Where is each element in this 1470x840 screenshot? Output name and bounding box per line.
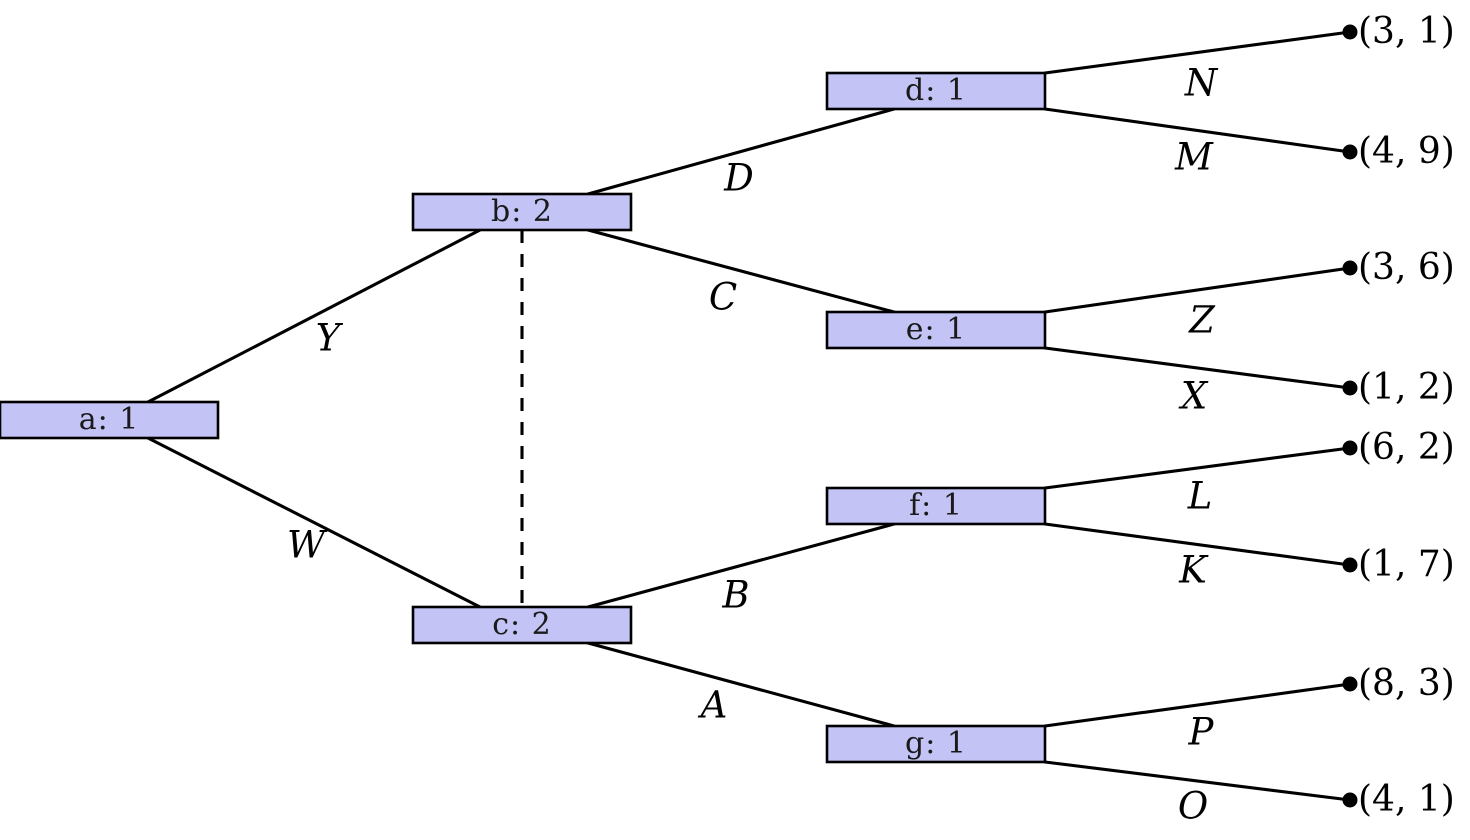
tree-edge-e-t4 (1043, 346, 1352, 390)
node-box-f[interactable] (825, 486, 1047, 526)
payoff-label-t6: (1, 7) (1358, 544, 1455, 585)
tree-node-e[interactable]: e: 1 (825, 310, 1047, 350)
node-box-g[interactable] (825, 724, 1047, 764)
action-label-L: L (1187, 475, 1213, 518)
action-label-N: N (1184, 62, 1219, 105)
tree-node-a[interactable]: a: 1 (0, 400, 220, 440)
payoff-label-t2: (4, 9) (1358, 131, 1455, 172)
tree-node-g[interactable]: g: 1 (825, 724, 1047, 764)
payoff-label-t8: (4, 1) (1358, 779, 1455, 820)
tree-edge-d-t2 (1043, 107, 1352, 154)
terminal-node-t2[interactable]: (4, 9) (1342, 131, 1455, 172)
payoff-label-t5: (6, 2) (1358, 427, 1455, 468)
terminal-node-t1[interactable]: (3, 1) (1342, 11, 1455, 52)
tree-edge-c-f (586, 522, 896, 609)
action-label-X: X (1178, 375, 1209, 418)
tree-edge-e-t3 (1043, 266, 1352, 314)
terminal-node-t7[interactable]: (8, 3) (1342, 663, 1455, 704)
tree-edge-f-t5 (1043, 446, 1352, 490)
payoff-label-t4: (1, 2) (1358, 367, 1455, 408)
terminal-node-t4[interactable]: (1, 2) (1342, 367, 1455, 408)
terminal-node-t6[interactable]: (1, 7) (1342, 544, 1455, 585)
tree-node-c[interactable]: c: 2 (411, 605, 633, 645)
terminal-dot-t6[interactable] (1342, 557, 1358, 573)
node-label-c: c: 2 (492, 607, 552, 642)
terminal-node-t8[interactable]: (4, 1) (1342, 779, 1455, 820)
tree-edge-c-g (586, 641, 896, 728)
terminal-dot-t1[interactable] (1342, 24, 1358, 40)
action-label-O: O (1178, 785, 1208, 828)
tree-edge-d-t1 (1043, 30, 1352, 75)
tree-edge-b-e (586, 228, 896, 314)
terminal-dot-t5[interactable] (1342, 440, 1358, 456)
node-label-d: d: 1 (905, 73, 967, 108)
action-label-B: B (721, 574, 749, 617)
terminal-dot-t2[interactable] (1342, 144, 1358, 160)
payoff-label-t1: (3, 1) (1358, 11, 1455, 52)
tree-edge-a-c (146, 436, 482, 609)
edges-layer (146, 30, 1352, 802)
action-label-C: C (709, 276, 737, 319)
terminal-node-t3[interactable]: (3, 6) (1342, 247, 1455, 288)
terminal-dot-t3[interactable] (1342, 260, 1358, 276)
tree-edge-g-t7 (1043, 682, 1352, 728)
tree-node-f[interactable]: f: 1 (825, 486, 1047, 526)
tree-node-d[interactable]: d: 1 (825, 71, 1047, 111)
node-label-e: e: 1 (906, 312, 966, 347)
payoff-label-t3: (3, 6) (1358, 247, 1455, 288)
tree-edge-b-d (586, 107, 896, 196)
terminal-dot-t4[interactable] (1342, 380, 1358, 396)
node-box-e[interactable] (825, 310, 1047, 350)
payoff-label-t7: (8, 3) (1358, 663, 1455, 704)
tree-edge-a-b (146, 228, 482, 404)
action-label-P: P (1188, 711, 1215, 754)
tree-node-b[interactable]: b: 2 (411, 192, 633, 232)
terminal-dot-t8[interactable] (1342, 792, 1358, 808)
node-box-b[interactable] (411, 192, 633, 232)
node-label-g: g: 1 (905, 726, 967, 761)
node-box-c[interactable] (411, 605, 633, 645)
action-label-Z: Z (1188, 299, 1216, 342)
tree-edge-f-t6 (1043, 522, 1352, 567)
node-box-a[interactable] (0, 400, 220, 440)
action-label-Y: Y (316, 317, 344, 360)
edge-labels-layer: Y W D C B A NM ZX LK PO (287, 62, 1219, 828)
node-label-a: a: 1 (79, 402, 140, 437)
action-label-A: A (698, 684, 728, 727)
action-label-M: M (1174, 136, 1214, 179)
terminals-layer: (3, 1) (4, 9) (3, 6) (1, 2) (6, 2) (1, 7) (8, … (1342, 11, 1455, 820)
action-label-W: W (287, 524, 328, 567)
terminal-node-t5[interactable]: (6, 2) (1342, 427, 1455, 468)
node-box-d[interactable] (825, 71, 1047, 111)
action-label-D: D (723, 157, 754, 200)
tree-edge-g-t8 (1043, 760, 1352, 802)
action-label-K: K (1178, 549, 1209, 592)
node-label-f: f: 1 (909, 488, 963, 523)
nodes-layer: a: 1 b: 2 c: 2 d: 1 e: 1 f: 1 g: 1 (0, 71, 1047, 764)
terminal-dot-t7[interactable] (1342, 676, 1358, 692)
node-label-b: b: 2 (491, 194, 553, 229)
